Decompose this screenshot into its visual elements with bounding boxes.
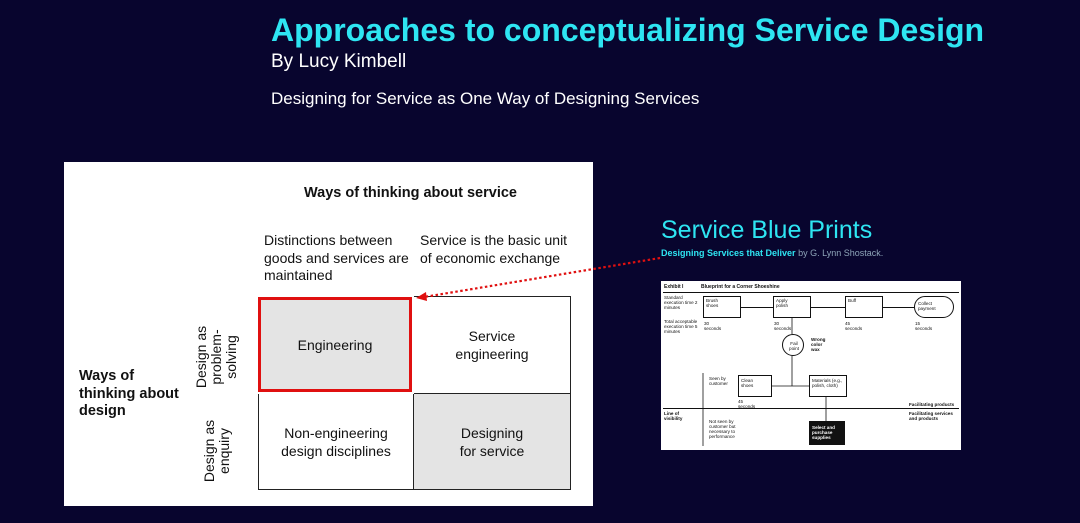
flow-line-3: [883, 307, 914, 308]
visibility-line: [663, 408, 959, 409]
blueprint-source-title: Designing Services that Deliver: [661, 248, 796, 258]
step-box-3: [845, 296, 883, 318]
cell-label: Engineering: [297, 336, 373, 353]
step-label-2: Apply polish: [776, 298, 789, 308]
not-seen-note: Not seen by customer but necessary to pe…: [709, 419, 736, 439]
matrix-top-heading: Ways of thinking about service: [304, 185, 517, 201]
step-time-1: 30 seconds: [704, 321, 722, 331]
blueprint-title: Service Blue Prints: [661, 216, 873, 244]
step-box-2: [773, 296, 811, 318]
blueprint-source-author: by G. Lynn Shostack.: [798, 248, 884, 258]
blueprint-source: Designing Services that Deliver by G. Ly…: [661, 248, 883, 258]
step-label-4: Collect payment: [918, 301, 936, 311]
fail-point-label: Fail point: [789, 341, 799, 351]
facilitating-services: Facilitating services and products: [909, 411, 953, 421]
fail-point-circle: [782, 334, 804, 356]
matrix-side-heading: Ways of thinking about design: [79, 368, 179, 419]
exhibit-label: Exhibit I: [664, 284, 684, 290]
step-box-1: [703, 296, 741, 318]
step-time-4: 15 seconds: [915, 321, 933, 331]
matrix-cell-service-engineering: Service engineering: [414, 296, 571, 394]
step-time-2: 30 seconds: [774, 321, 792, 331]
blueprint-diagram: Exhibit I Blueprint for a Corner Shoeshi…: [661, 281, 961, 450]
acceptable-time: Total acceptable execution time 5 minute…: [664, 319, 698, 334]
seen-by-customer: Seen by customer: [709, 376, 728, 386]
slide-title: Approaches to conceptualizing Service De…: [271, 12, 985, 48]
facilitating-products: Facilitating products: [909, 402, 955, 407]
matrix-cell-designing-for-service: Designing for service: [414, 394, 571, 490]
slide-subtitle: Designing for Service as One Way of Desi…: [271, 89, 700, 108]
fail-note: Wrong color wax: [811, 337, 826, 352]
select-supplies-box: [809, 421, 845, 445]
matrix-col-header-1: Distinctions between goods and services …: [264, 232, 409, 283]
clean-shoes-label: Clean shoes: [741, 378, 754, 388]
exhibit-rule: [663, 292, 959, 293]
step-label-3: Buff: [848, 298, 857, 303]
blueprint-connectors: [702, 318, 827, 446]
cell-label: Designing for service: [459, 424, 525, 459]
materials-box: [809, 375, 847, 397]
matrix-cell-engineering: Engineering: [258, 297, 412, 392]
flow-line-1: [741, 307, 773, 308]
standard-time: Standard execution time 2 minutes: [664, 295, 698, 310]
step-box-4: [914, 296, 954, 318]
materials-label: Materials (e.g., polish, cloth): [812, 378, 843, 388]
exhibit-title: Blueprint for a Corner Shoeshine: [701, 284, 780, 290]
clean-time: 45 seconds: [738, 399, 756, 409]
matrix-col-header-2: Service is the basic unit of economic ex…: [420, 232, 568, 266]
select-supplies-label: Select and purchase supplies: [812, 425, 835, 440]
cell-label: Service engineering: [455, 328, 529, 362]
step-time-3: 45 seconds: [845, 321, 863, 331]
line-of-visibility: Line of visibility: [664, 411, 683, 421]
author-line: By Lucy Kimbell: [271, 51, 407, 72]
cell-label: Non-engineering design disciplines: [281, 424, 391, 459]
step-label-1: Brush shoes: [706, 298, 719, 308]
flow-line-2: [811, 307, 845, 308]
design-service-matrix: Ways of thinking about service Distincti…: [64, 162, 593, 506]
clean-shoes-box: [738, 375, 772, 397]
matrix-cell-non-engineering: Non-engineering design disciplines: [258, 394, 414, 490]
